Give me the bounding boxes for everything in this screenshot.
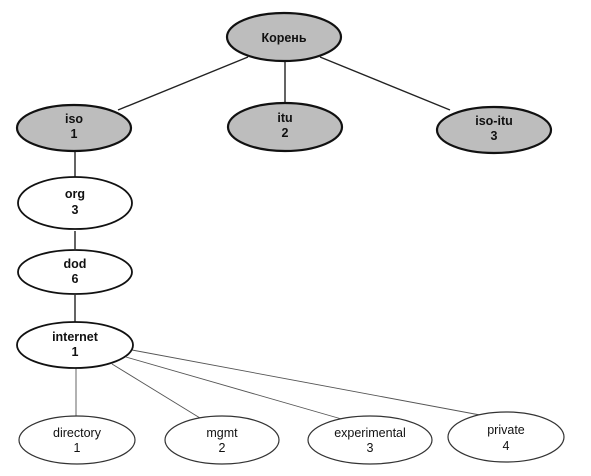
node-itu: itu 2: [226, 101, 344, 153]
node-itu-num: 2: [282, 126, 289, 140]
edge-root-iso: [117, 56, 249, 111]
node-internet: internet 1: [16, 321, 134, 369]
node-mgmt: mgmt 2: [164, 415, 280, 465]
node-directory-num: 1: [74, 441, 81, 455]
node-itu-name: itu: [277, 111, 292, 125]
node-iso-itu: iso-itu 3: [435, 105, 553, 155]
node-private: private 4: [447, 411, 565, 463]
edge-internet-private: [131, 349, 481, 416]
node-private-name: private: [487, 423, 525, 437]
node-internet-name: internet: [52, 330, 99, 344]
node-iso-name: iso: [65, 112, 83, 126]
node-experimental: experimental 3: [307, 415, 433, 465]
node-dod: dod 6: [17, 249, 133, 295]
node-experimental-num: 3: [367, 441, 374, 455]
node-org-num: 3: [72, 203, 79, 217]
node-directory: directory 1: [18, 415, 136, 465]
node-dod-name: dod: [64, 257, 87, 271]
node-mgmt-name: mgmt: [206, 426, 238, 440]
edge-internet-experimental: [125, 356, 346, 421]
tree-edges: [74, 56, 481, 421]
node-iso: iso 1: [15, 103, 133, 153]
node-org: org 3: [17, 176, 133, 230]
node-directory-name: directory: [53, 426, 102, 440]
node-org-name: org: [65, 187, 85, 201]
node-dod-num: 6: [72, 272, 79, 286]
edge-internet-mgmt: [111, 363, 201, 419]
node-iso-itu-num: 3: [491, 129, 498, 143]
node-root: Корень: [225, 11, 343, 63]
node-iso-num: 1: [71, 127, 78, 141]
node-mgmt-num: 2: [219, 441, 226, 455]
node-internet-num: 1: [72, 345, 79, 359]
node-root-name: Корень: [261, 31, 306, 45]
node-iso-itu-name: iso-itu: [475, 114, 513, 128]
node-experimental-name: experimental: [334, 426, 406, 440]
edge-root-iso-itu: [319, 56, 451, 111]
node-private-num: 4: [503, 439, 510, 453]
